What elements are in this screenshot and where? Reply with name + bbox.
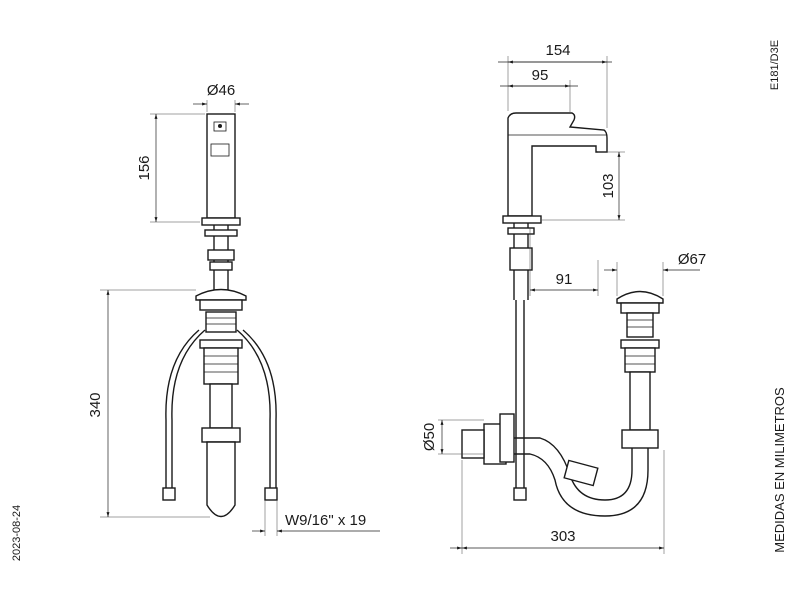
lever-face xyxy=(210,143,230,157)
wall-outlet-pipe xyxy=(461,429,485,459)
hose-fitting-left xyxy=(162,487,176,501)
mounting-bracket xyxy=(207,249,235,261)
drawing-date: 2023-08-24 xyxy=(11,505,23,561)
drain-nut-front xyxy=(199,339,243,349)
dim-height-340: 340 xyxy=(87,392,104,417)
hose-right xyxy=(236,329,271,488)
popup-cap-side xyxy=(616,290,664,304)
p-trap-outer xyxy=(500,437,633,501)
dim-height-103: 103 xyxy=(600,173,617,198)
units-note: MEDIDAS EN MILIMETROS xyxy=(772,387,787,553)
drain-body-front xyxy=(205,311,237,333)
base-plate-side xyxy=(502,215,542,224)
drain-body-side xyxy=(626,312,654,338)
mounting-nut xyxy=(204,229,238,237)
drawing-code: E181/D3E xyxy=(769,40,781,90)
hose-left xyxy=(171,329,206,488)
trap-union-nut xyxy=(563,459,599,487)
side-view: 154 95 103 91 Ø67 Ø50 303 xyxy=(421,42,706,554)
dim-height-156: 156 xyxy=(136,155,153,180)
dim-width-154: 154 xyxy=(545,42,570,59)
trap-nut-side xyxy=(621,429,659,449)
popup-cap-front xyxy=(195,288,247,301)
lever-slot xyxy=(213,121,227,132)
faucet-body-side xyxy=(507,112,608,217)
base-plate-front xyxy=(201,217,241,226)
dim-width-303: 303 xyxy=(550,528,575,545)
dim-dia-50: Ø50 xyxy=(421,423,438,451)
hose-fitting-right xyxy=(264,487,278,501)
trap-bowl-front xyxy=(206,441,236,518)
p-trap-inner xyxy=(500,448,649,517)
trap-nut-front xyxy=(201,427,241,443)
hose-fitting-side xyxy=(513,487,527,501)
faucet-body-front xyxy=(206,113,236,219)
drain-tailpiece xyxy=(629,371,651,431)
dim-width-91: 91 xyxy=(556,271,573,288)
front-view: Ø46 156 340 W9/16" x 19 xyxy=(87,82,380,536)
dim-dia-46: Ø46 xyxy=(207,82,235,99)
dim-dia-67: Ø67 xyxy=(678,251,706,268)
indicator-dot xyxy=(218,124,222,128)
mounting-bracket-side xyxy=(509,247,533,271)
dim-thread: W9/16" x 19 xyxy=(285,512,366,529)
dim-width-95: 95 xyxy=(532,67,549,84)
